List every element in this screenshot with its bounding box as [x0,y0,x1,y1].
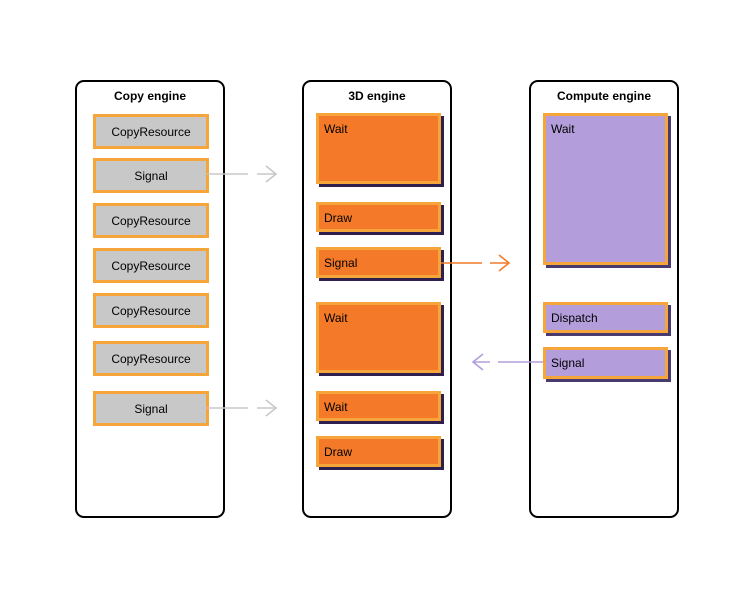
compute-command-wait: Wait [543,113,668,265]
compute-engine-title: Compute engine [556,89,651,103]
copy-command-copyresource: CopyResource [93,341,209,376]
copy-signal-arrow-1 [207,165,278,183]
compute-engine-column: Compute engine Wait Dispatch Signal [529,80,679,518]
copy-command-copyresource: CopyResource [93,114,209,149]
compute-signal-arrow [471,353,543,371]
copy-engine-title: Copy engine [113,89,186,103]
copy-command-copyresource: CopyResource [93,293,209,328]
copy-command-signal: Signal [93,391,209,426]
graphics-command-wait: Wait [316,302,441,373]
graphics-engine-column: 3D engine Wait Draw Signal Wait Wait Dra… [302,80,452,518]
graphics-command-wait: Wait [316,391,441,421]
copy-command-copyresource: CopyResource [93,248,209,283]
graphics-signal-arrow [441,254,511,272]
graphics-command-draw: Draw [316,436,441,467]
graphics-command-wait: Wait [316,113,441,184]
graphics-command-draw: Draw [316,202,441,232]
copy-signal-arrow-2 [207,399,278,417]
copy-command-signal: Signal [93,158,209,193]
graphics-engine-title: 3D engine [348,89,406,103]
copy-command-copyresource: CopyResource [93,203,209,238]
compute-command-dispatch: Dispatch [543,302,668,333]
graphics-command-signal: Signal [316,247,441,278]
copy-engine-column: Copy engine CopyResource Signal CopyReso… [75,80,225,518]
compute-command-signal: Signal [543,347,668,379]
